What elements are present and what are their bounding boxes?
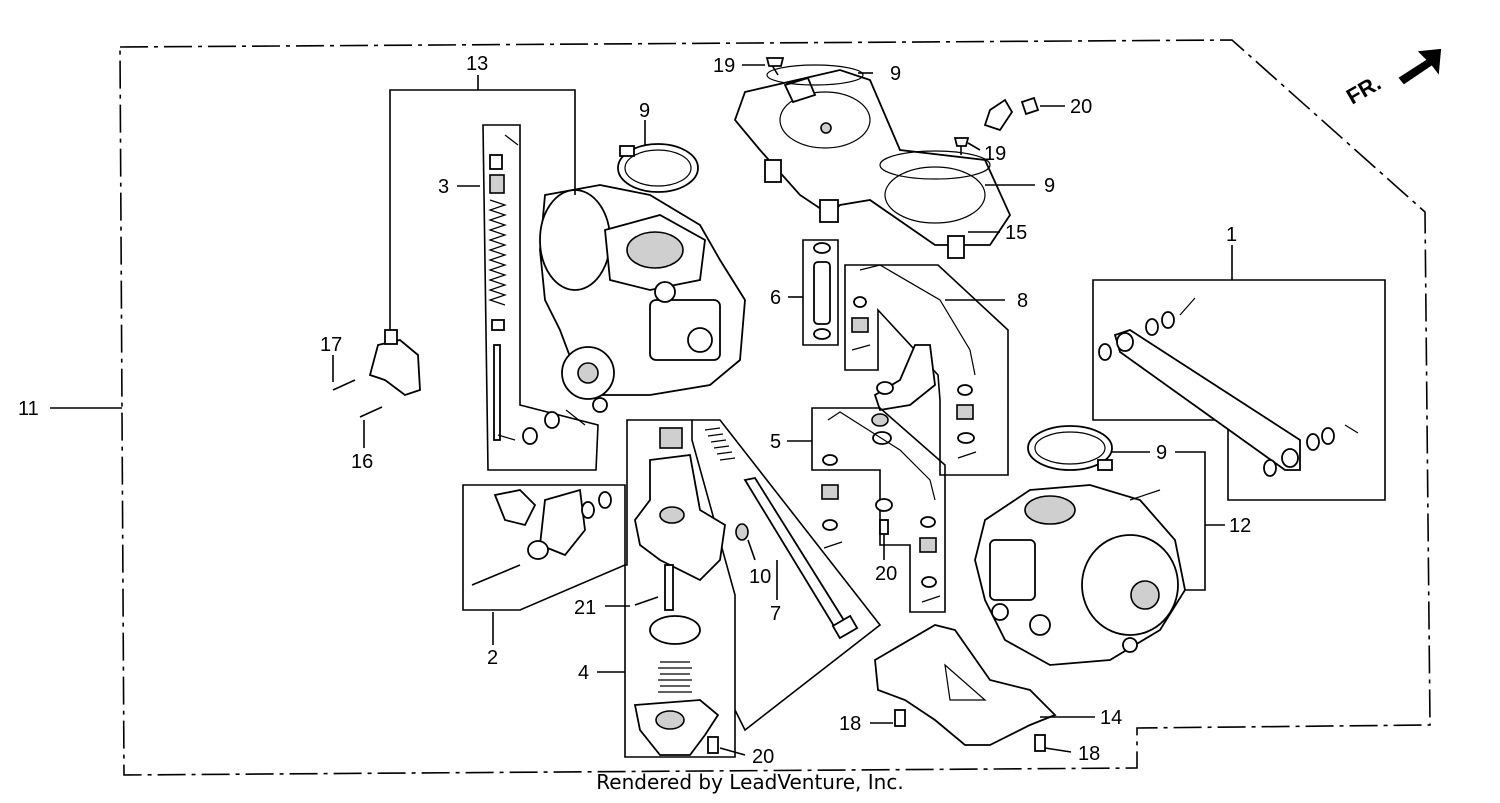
callout-11: 11	[18, 398, 39, 420]
callout-21: 21	[574, 597, 596, 619]
callout-3: 3	[438, 176, 449, 198]
link-rod-lower	[811, 407, 946, 613]
callout-1: 1	[1226, 224, 1237, 246]
callout-7: 7	[770, 603, 781, 625]
callout-20-top: 20	[1070, 96, 1092, 118]
direction-label: FR.	[1342, 70, 1385, 109]
choke-shaft-set	[692, 419, 882, 732]
gasket-top-upper	[766, 64, 864, 86]
callout-17: 17	[320, 334, 342, 356]
callout-9-left: 9	[639, 100, 650, 122]
link-rod-upper	[844, 264, 1009, 476]
right-carburetor	[974, 484, 1186, 666]
callout-4: 4	[578, 662, 589, 684]
assembly-boundary	[119, 39, 1431, 776]
clip-20	[983, 98, 1014, 132]
left-carburetor	[539, 184, 746, 413]
connecting-link	[1092, 279, 1386, 501]
callout-20-middle: 20	[875, 563, 897, 585]
callout-9-top: 9	[890, 63, 901, 85]
callout-15: 15	[1005, 222, 1027, 244]
callout-20-bottom: 20	[752, 746, 774, 768]
fuel-joint-pipe	[802, 239, 839, 346]
callout-18-right: 18	[1078, 743, 1100, 765]
callout-8: 8	[1017, 290, 1028, 312]
callout-14: 14	[1100, 707, 1122, 729]
callout-18-left: 18	[839, 713, 861, 735]
screw-19-b	[953, 137, 970, 147]
screw-19-a	[765, 57, 785, 67]
callout-16: 16	[351, 451, 373, 473]
callout-12: 12	[1229, 515, 1251, 537]
throttle-stop-set	[482, 124, 599, 471]
gasket-top-lower	[879, 150, 991, 180]
callout-9-middle: 9	[1044, 175, 1055, 197]
gasket-ring-left	[617, 143, 699, 193]
callout-6: 6	[770, 287, 781, 309]
accelerator-pump	[624, 419, 736, 758]
screw-20-top	[1020, 96, 1040, 116]
callout-9-right: 9	[1156, 442, 1167, 464]
callout-13: 13	[466, 53, 488, 75]
callout-10: 10	[749, 566, 771, 588]
gasket-ring-right	[1027, 425, 1113, 471]
callout-2: 2	[487, 647, 498, 669]
intake-duct-plate	[733, 69, 1012, 259]
leader-lines	[50, 64, 1233, 756]
render-credit: Rendered by LeadVenture, Inc.	[596, 770, 904, 794]
callout-19-middle: 19	[984, 143, 1006, 165]
front-direction-arrow-icon: FR.	[1342, 48, 1442, 109]
carburetor-bracket	[874, 624, 1057, 752]
callout-5: 5	[770, 431, 781, 453]
callout-19-top: 19	[713, 55, 735, 77]
throttle-link-assembly	[462, 484, 626, 611]
throttle-bracket	[332, 329, 421, 418]
